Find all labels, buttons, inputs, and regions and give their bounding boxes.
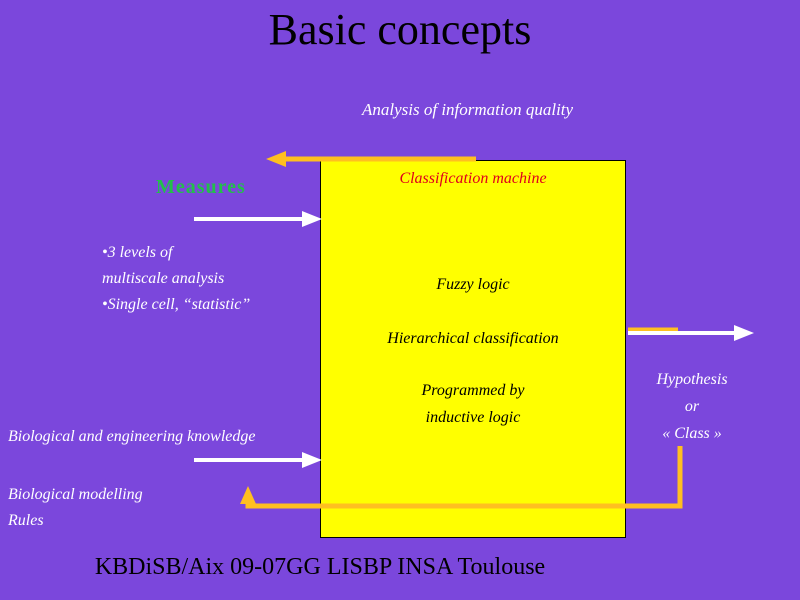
measures-bullet-list: •3 levels of multiscale analysis •Single… xyxy=(102,240,332,318)
classification-machine-box xyxy=(320,160,626,538)
bio-modelling-block: Biological modelling Rules xyxy=(8,482,143,534)
bio-modelling-label: Biological modelling xyxy=(8,486,143,503)
slide-title: Basic concepts xyxy=(268,5,532,54)
modelling-feedback-loop-arrow xyxy=(240,446,683,509)
footer-credit: KBDiSB/Aix 09-07GG LISBP INSA Toulouse xyxy=(94,554,546,580)
bullet-item: •Single cell, “statistic” xyxy=(102,296,251,313)
inductive-logic-label: inductive logic xyxy=(425,409,521,426)
measures-label: Measures xyxy=(156,176,246,198)
knowledge-input-arrow xyxy=(194,452,322,468)
output-hypothesis-block: Hypothesis or « Class » xyxy=(640,366,744,447)
output-arrow xyxy=(628,325,754,341)
quality-feedback-arrow xyxy=(266,151,476,167)
class-label: « Class » xyxy=(662,425,722,442)
bullet-item: •3 levels of xyxy=(102,244,173,261)
or-label: or xyxy=(684,398,700,415)
fuzzy-logic-label: Fuzzy logic xyxy=(436,276,510,293)
bullet-item-continuation: multiscale analysis xyxy=(102,270,225,287)
analysis-quality-label: Analysis of information quality xyxy=(362,100,574,119)
classification-machine-title: Classification machine xyxy=(399,170,547,187)
bio-knowledge-label: Biological and engineering knowledge xyxy=(8,428,256,445)
programmed-by-label: Programmed by xyxy=(421,382,525,399)
measures-input-arrow xyxy=(194,211,322,227)
hypothesis-label: Hypothesis xyxy=(656,371,728,388)
rules-label: Rules xyxy=(8,512,44,529)
hierarchical-classification-label: Hierarchical classification xyxy=(387,330,559,347)
